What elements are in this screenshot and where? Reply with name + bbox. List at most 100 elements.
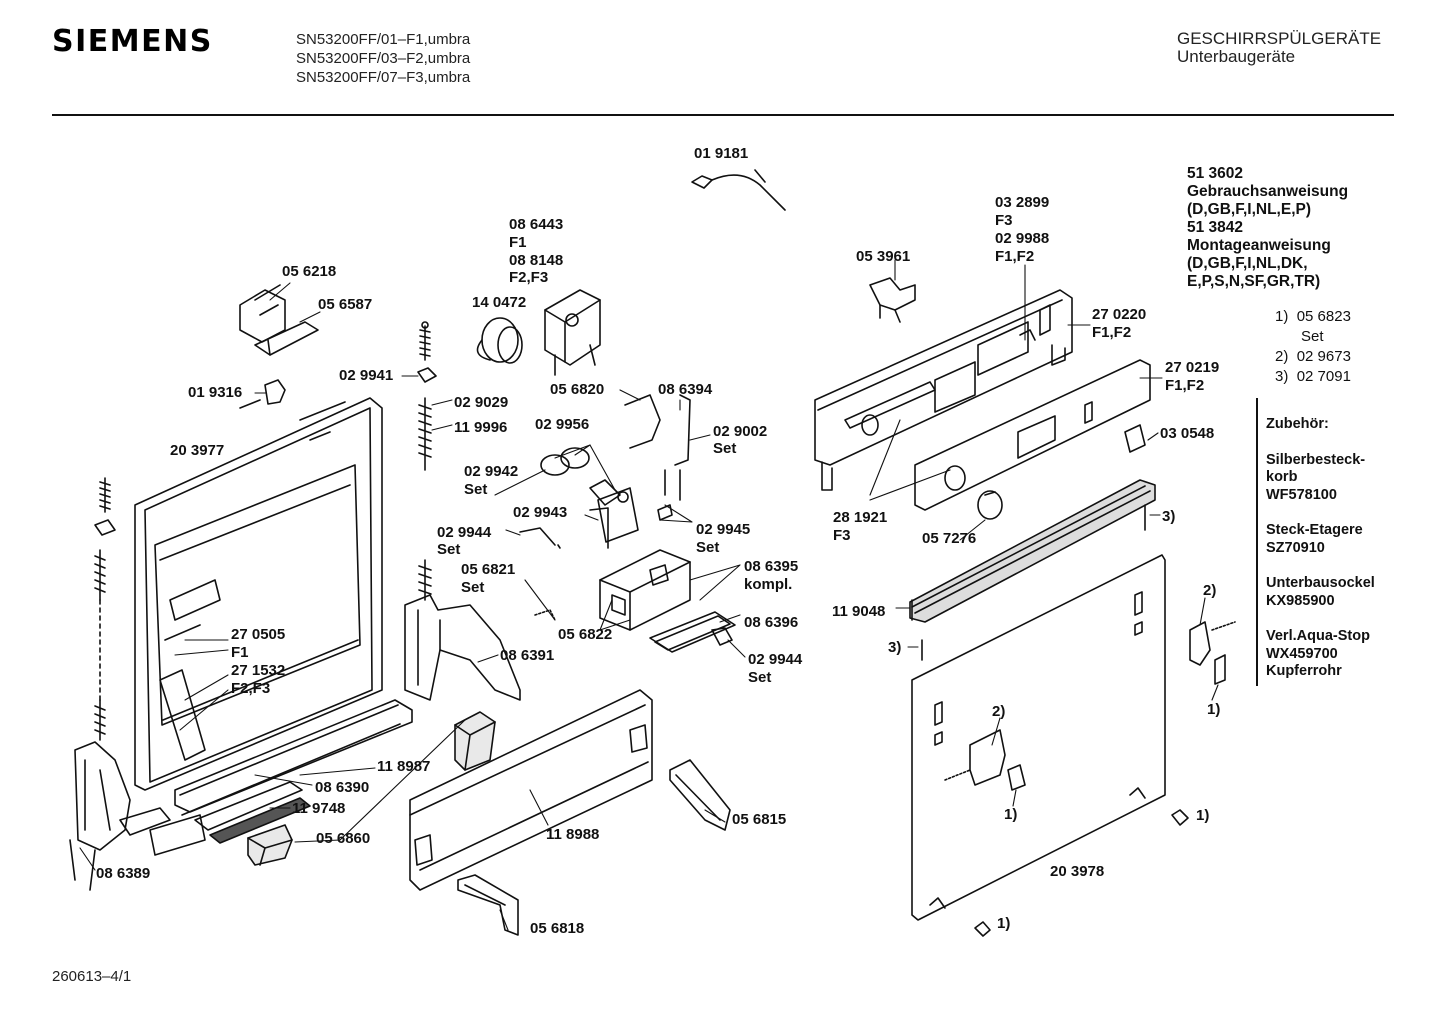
accessory-line: KX985900 (1266, 592, 1335, 609)
footnote-key: 3) (1275, 368, 1289, 385)
knob-part (977, 490, 1003, 520)
part-number: 11 8987 (377, 758, 431, 775)
footnote-row: 2) 02 9673 (1275, 347, 1351, 367)
accessory-line: Unterbausockel (1266, 575, 1375, 591)
set-label: Set (461, 579, 485, 596)
hinge-bracket-part (239, 284, 319, 356)
accessories-block: Zubehör: Silberbesteck- korb WF578100 St… (1266, 416, 1375, 681)
part-number: 27 0219 (1165, 359, 1220, 376)
variant-label: F1,F2 (995, 248, 1035, 265)
part-number: 08 6389 (96, 865, 151, 882)
model-line: SN53200FF/03–F2,umbra (296, 50, 471, 67)
accessory-line: WF578100 (1266, 486, 1337, 503)
outer-door-part (911, 554, 1166, 921)
part-number: 27 1532 (231, 662, 286, 679)
part-number: 11 9996 (454, 419, 508, 436)
lower-hinge-part (69, 741, 206, 891)
spacer (1266, 504, 1375, 522)
panel-hinge-part (869, 277, 916, 323)
category-title: GESCHIRRSPÜLGERÄTE (1177, 29, 1382, 48)
part-number: 05 6860 (316, 830, 371, 847)
variant-label: F3 (995, 212, 1013, 229)
part-number: 02 9942 (464, 463, 519, 480)
spacer (1266, 610, 1375, 628)
detergent-dispenser-part (589, 487, 736, 653)
part-number: 05 7276 (922, 530, 977, 547)
part-number: 02 9945 (696, 521, 751, 538)
variant-label: F1 (231, 644, 249, 661)
header-rule (52, 114, 1394, 116)
model-list: SN53200FF/01–F1,umbra SN53200FF/03–F2,um… (296, 30, 470, 87)
part-number: 02 9944 (437, 524, 492, 541)
part-number: 02 9941 (339, 367, 394, 384)
part-number: 05 6818 (530, 920, 585, 937)
part-number: 02 9943 (513, 504, 568, 521)
right-side-parts (921, 504, 1236, 937)
accessories-divider (1256, 398, 1258, 686)
footnote-part: 05 6823 (1296, 308, 1351, 325)
spring-assembly (417, 321, 437, 601)
insulation-block-part (247, 711, 496, 866)
footnote-marker: 1) (1196, 807, 1210, 824)
part-number: 08 6394 (658, 381, 713, 398)
clip-part (264, 379, 286, 405)
model-line: SN53200FF/07–F3,umbra (296, 69, 471, 86)
part-number: 02 9002 (713, 423, 768, 440)
part-number: 03 2899 (995, 194, 1050, 211)
control-panel-part (814, 289, 1073, 491)
side-bracket-part (404, 594, 521, 701)
accessory-line: SZ70910 (1266, 539, 1325, 556)
accessory-line: Verl.Aqua-Stop (1266, 628, 1370, 644)
spacer (1266, 557, 1375, 575)
part-number: 11 9048 (832, 603, 886, 620)
inner-door-part (134, 397, 383, 791)
dispenser-small-parts (519, 394, 691, 621)
footnote-row: 1) 05 6823 (1275, 307, 1351, 327)
document-languages: (D,GB,F,I,NL,DK, (1187, 255, 1308, 272)
footnote-list: 1) 05 6823 Set 2) 02 9673 3) 02 7091 (1275, 307, 1351, 387)
brand-logo: SIEMENS (52, 24, 213, 59)
document-title: Montageanweisung (1187, 237, 1331, 254)
handle-strip-part (909, 479, 1156, 623)
left-spring-assembly (94, 477, 116, 741)
document-languages: (D,GB,F,I,NL,E,P) (1187, 201, 1311, 218)
leader-lines (79, 259, 1219, 931)
accessory-line: Silberbesteck- (1266, 451, 1366, 468)
footnote-row: Set (1275, 327, 1351, 347)
variant-label: F2,F3 (231, 680, 271, 697)
footnote-part: 02 9673 (1296, 348, 1351, 365)
part-number: 05 6587 (318, 296, 373, 313)
document-languages: E,P,S,N,SF,GR,TR) (1187, 273, 1321, 290)
part-number: 05 6820 (550, 381, 605, 398)
set-label: Set (696, 539, 720, 556)
part-number: 08 6391 (500, 647, 555, 664)
drive-motor-part (476, 289, 601, 376)
part-number: 05 6815 (732, 811, 787, 828)
part-number: 27 0505 (231, 626, 286, 643)
part-number: 08 6396 (744, 614, 799, 631)
part-number: 08 6390 (315, 779, 370, 796)
part-number: 08 6395 (744, 558, 799, 575)
footnote-marker: 2) (992, 703, 1006, 720)
part-number: 02 9029 (454, 394, 509, 411)
part-number: 01 9316 (188, 384, 243, 401)
part-number: 05 6822 (558, 626, 613, 643)
drawing-code: 260613–4/1 (52, 968, 132, 985)
variant-label: F3 (833, 527, 851, 544)
footnote-key: 2) (1275, 348, 1289, 365)
part-number: 02 9988 (995, 230, 1050, 247)
spacer (1266, 434, 1375, 452)
footnote-key: 1) (1275, 308, 1289, 325)
part-number: 20 3978 (1050, 863, 1105, 880)
accessory-line: Steck-Etagere (1266, 522, 1363, 538)
part-number: 27 0220 (1092, 306, 1147, 323)
front-panel-part (409, 689, 653, 891)
kit-label: kompl. (744, 576, 793, 593)
part-number: 11 8988 (546, 826, 600, 843)
part-number: 11 9748 (292, 800, 346, 817)
accessory-line: Kupferrohr (1266, 663, 1342, 679)
part-number: 03 0548 (1160, 425, 1215, 442)
set-label: Set (713, 440, 737, 457)
set-label: Set (748, 669, 772, 686)
